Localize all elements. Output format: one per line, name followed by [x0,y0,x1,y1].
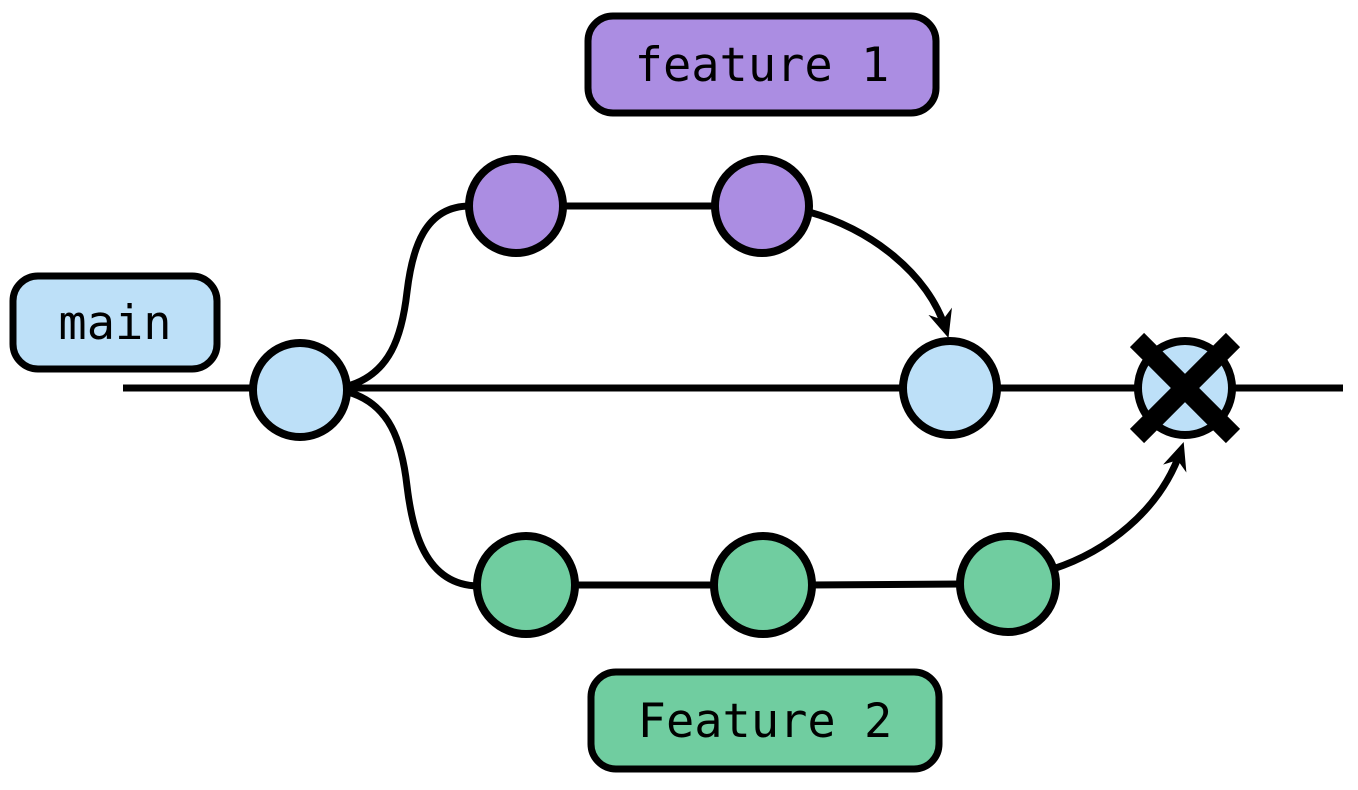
feature2-merge-arrow [1051,442,1187,573]
feature1-commit-1 [465,155,567,257]
feature2-label-box [587,668,943,773]
feature2-connector-2 [807,580,964,589]
feature2-commit-1 [473,532,579,638]
main-commit-1 [249,339,351,441]
feature1-label-box [584,12,940,117]
feature2-label-text: Feature 2 [638,694,893,749]
feature2-branch-out-curve [346,388,479,590]
feature1-label-text: feature 1 [635,38,890,93]
main-branch-label: main [9,272,221,373]
feature2-commit-3 [956,532,1060,636]
feature1-merge-arrow [808,208,952,339]
feature1-branch-label: feature 1 [584,12,940,117]
feature2-branch-label: Feature 2 [587,668,943,773]
x-mark-icon [1129,332,1241,444]
feature2-commit-2 [710,532,816,638]
feature1-branch-out-curve [346,202,471,390]
main-label-box [9,272,221,373]
main-label-text: main [58,296,171,351]
feature1-commit-2 [711,155,813,257]
main-commit-2-merge-feature1 [899,337,1001,439]
